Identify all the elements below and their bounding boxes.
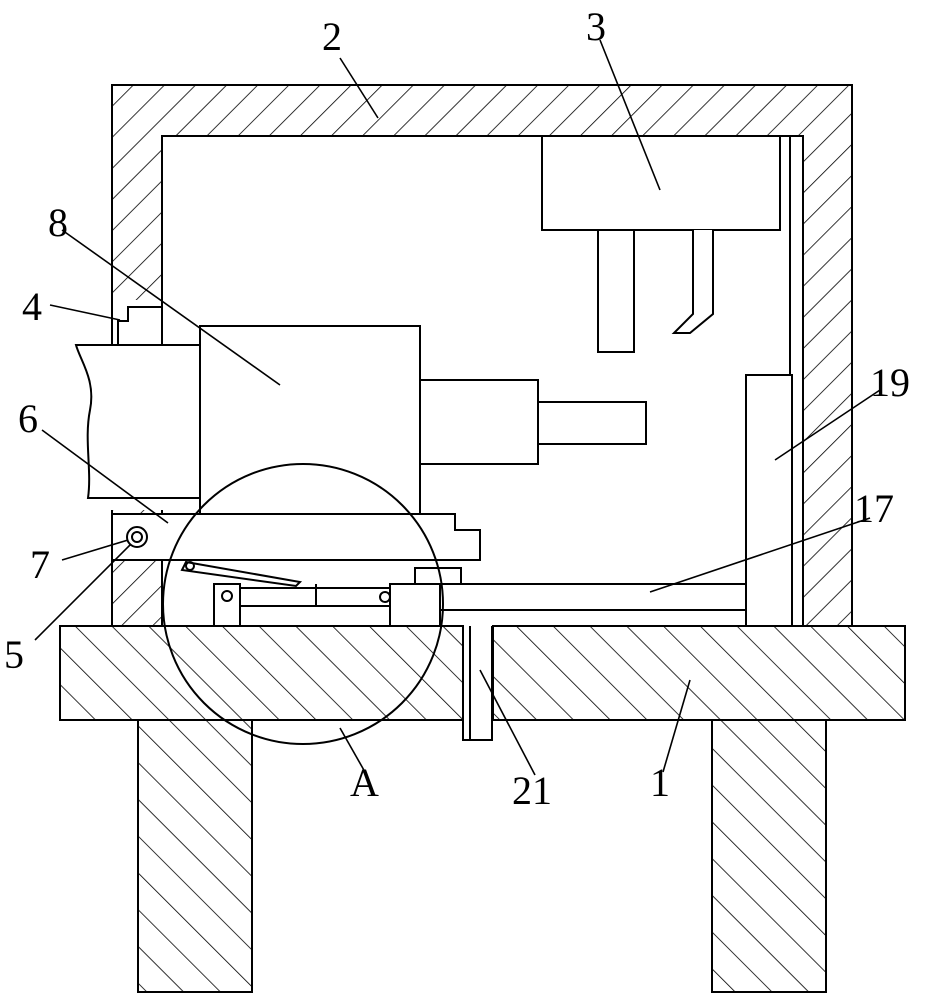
label-4: 4 [22,284,42,329]
motor-body [199,325,421,515]
step-bracket [117,306,162,345]
label-5: 5 [4,632,24,677]
label-8: 8 [48,200,68,245]
push-rod [439,583,749,611]
vertical-stop [745,374,793,627]
label-2: 2 [322,14,342,59]
label-7: 7 [30,542,50,587]
detail-circle-a [162,463,444,745]
punch-bar [597,229,635,353]
slider-block [389,583,441,627]
label-21: 21 [512,768,552,813]
link-arm [180,560,303,588]
motor-shaft [537,401,647,445]
label-3: 3 [586,4,606,49]
label-19: 19 [870,360,910,405]
pivot-pin-outer [126,526,148,548]
top-block [541,135,781,231]
label-17: 17 [854,486,894,531]
label-6: 6 [18,396,38,441]
label-A: A [350,760,379,805]
left-leg [137,719,253,993]
pivot-pin-inner [131,531,143,543]
right-leg [711,719,827,993]
hook-bar [671,230,714,334]
housing [111,84,853,627]
motor-tube [74,344,201,499]
label-1: 1 [650,760,670,805]
motor-shaft-housing [419,379,539,465]
